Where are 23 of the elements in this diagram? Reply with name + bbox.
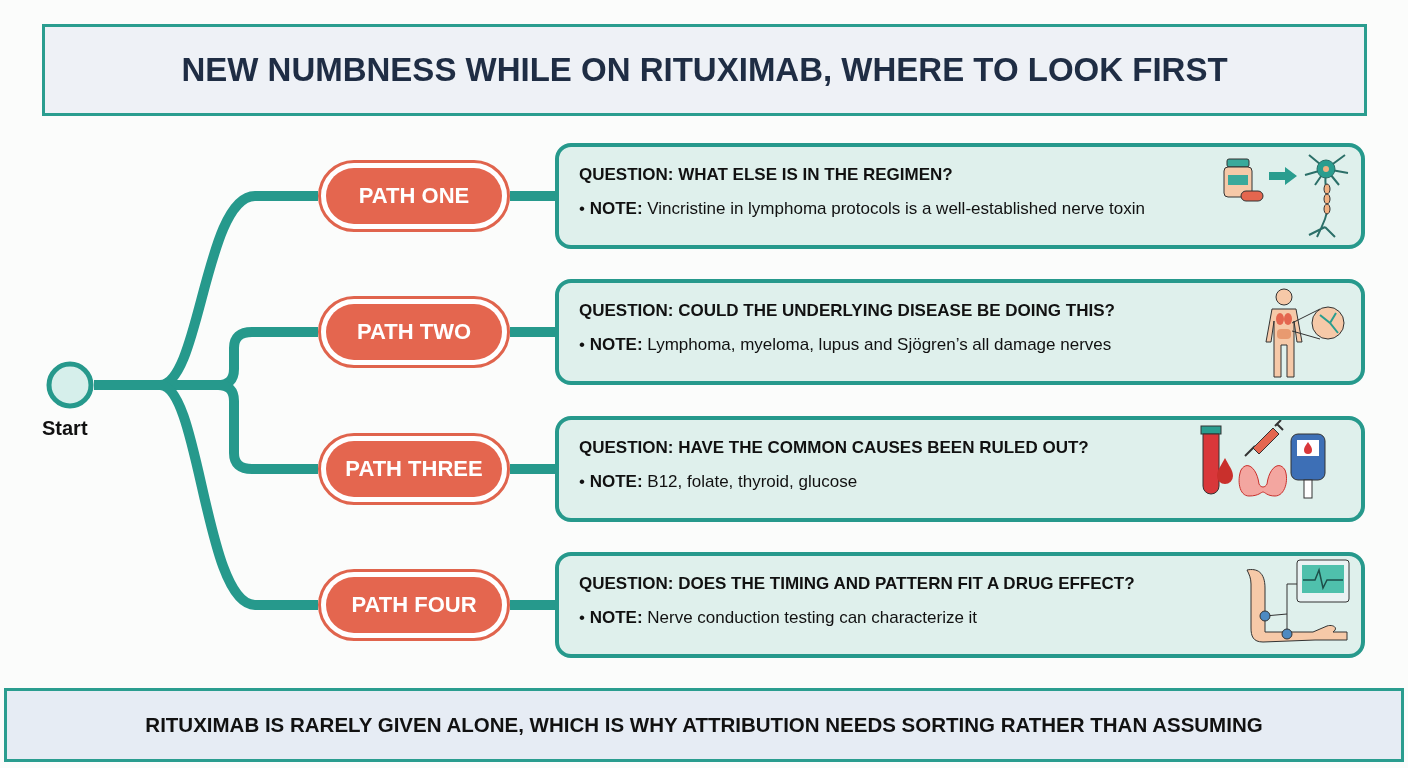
note-text: • NOTE: Lymphoma, myeloma, lupus and Sjögren’s all damage nerves [579, 335, 1112, 355]
question-text: QUESTION: WHAT ELSE IS IN THE REGIMEN? [579, 165, 953, 185]
question-text: QUESTION: COULD THE UNDERLYING DISEASE BE DOING THIS? [579, 301, 1115, 321]
path-pill: PATH FOUR [318, 569, 510, 641]
start-label: Start [42, 417, 88, 440]
question-card [555, 416, 1365, 522]
note-text: • NOTE: Nerve conduction testing can characterize it [579, 608, 978, 628]
note-text: • NOTE: Vincristine in lymphoma protocols is a well-established nerve toxin [579, 199, 1145, 219]
title-banner: NEW NUMBNESS WHILE ON RITUXIMAB, WHERE TO LOOK FIRST [42, 24, 1367, 116]
question-card [555, 552, 1365, 658]
question-card [555, 279, 1365, 385]
connector-line [510, 600, 555, 610]
path-pill: PATH ONE [318, 160, 510, 232]
connector-line [510, 191, 555, 201]
caption-banner: RITUXIMAB IS RARELY GIVEN ALONE, WHICH IS WHY ATTRIBUTION NEEDS SORTING RATHER THAN ASSUMING [4, 688, 1404, 762]
connector-line [510, 327, 555, 337]
question-text: QUESTION: DOES THE TIMING AND PATTERN FIT A DRUG EFFECT? [579, 574, 1135, 594]
path-pill: PATH THREE [318, 433, 510, 505]
connector-line [510, 464, 555, 474]
question-card [555, 143, 1365, 249]
question-text: QUESTION: HAVE THE COMMON CAUSES BEEN RULED OUT? [579, 438, 1089, 458]
path-pill: PATH TWO [318, 296, 510, 368]
note-text: • NOTE: B12, folate, thyroid, glucose [579, 472, 858, 492]
